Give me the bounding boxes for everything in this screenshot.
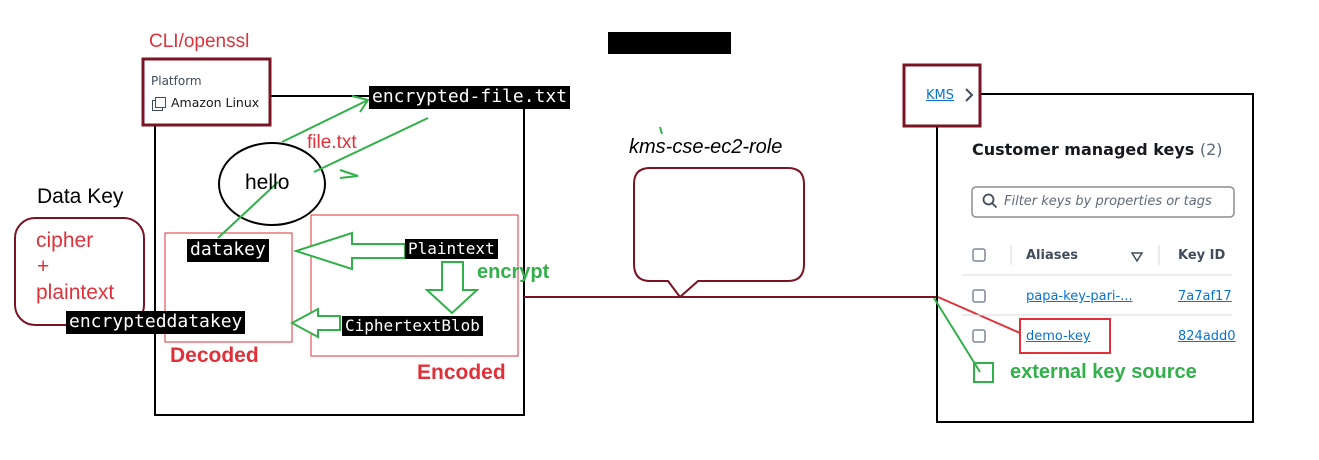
- role-bubble: [633, 167, 805, 299]
- encoded-box: [310, 214, 519, 357]
- plaintext-label: Plaintext: [405, 239, 498, 260]
- select-all-checkbox[interactable]: [972, 248, 986, 262]
- platform-value-text: Amazon Linux: [171, 95, 260, 110]
- decoded-box: [164, 232, 293, 343]
- file-content-label: hello: [245, 171, 290, 194]
- demo-key-highlight: [1019, 318, 1111, 354]
- kms-heading-text: Customer managed keys: [972, 140, 1195, 159]
- role-tick: [659, 126, 663, 135]
- ciphertext-to-datakey-arrow: [289, 307, 341, 339]
- column-header-key-id[interactable]: Key ID: [1178, 248, 1226, 263]
- row-checkbox[interactable]: [972, 289, 986, 303]
- data-key-title: Data Key: [37, 185, 124, 208]
- encrypt-down-arrow: [424, 261, 480, 315]
- encrypted-file-label: encrypted-file.txt: [369, 86, 571, 109]
- redacted-bar: [608, 32, 731, 54]
- kms-breadcrumb-box: [902, 63, 982, 128]
- plaintext-to-datakey-arrow: [292, 231, 406, 271]
- datakey-label: datakey: [187, 239, 269, 262]
- kms-table-lines: [962, 245, 1232, 316]
- data-key-line3: plaintext: [36, 281, 115, 304]
- sort-down-icon[interactable]: [1130, 250, 1144, 263]
- data-key-line1: cipher: [36, 229, 94, 252]
- cli-title: CLI/openssl: [149, 31, 250, 52]
- search-icon: [982, 193, 998, 209]
- encrypted-datakey-label: encrypteddatakey: [66, 311, 246, 334]
- external-key-label: external key source: [1010, 361, 1197, 383]
- kms-breadcrumb-link[interactable]: KMS: [926, 88, 954, 103]
- kms-heading: Customer managed keys (2): [972, 140, 1223, 159]
- green-file-arrows: [217, 95, 429, 239]
- encoded-label: Encoded: [417, 361, 506, 384]
- platform-box: [141, 57, 272, 127]
- row-alias-link[interactable]: papa-key-pari-...: [1026, 289, 1133, 304]
- data-key-line2: +: [37, 255, 50, 278]
- row-alias-link[interactable]: demo-key: [1026, 329, 1091, 344]
- row-checkbox[interactable]: [972, 329, 986, 343]
- ec2-box: [154, 95, 525, 416]
- kms-key-count: (2): [1199, 140, 1223, 159]
- kms-green-pointer: [933, 297, 981, 373]
- file-ellipse: [218, 142, 326, 226]
- kms-search-input[interactable]: Filter keys by properties or tags: [1004, 194, 1212, 209]
- platform-label: Platform: [151, 74, 202, 88]
- column-header-aliases[interactable]: Aliases: [1026, 248, 1079, 263]
- decoded-label: Decoded: [170, 344, 259, 367]
- kms-box: [936, 93, 1254, 423]
- external-key-marker: [973, 362, 994, 383]
- chevron-right-icon: [962, 84, 976, 106]
- kms-search-box: [971, 186, 1235, 218]
- encrypt-label: encrypt: [477, 261, 550, 283]
- kms-checkboxes: [972, 248, 986, 343]
- ciphertext-blob-label: CiphertextBlob: [342, 316, 483, 337]
- file-name-label: file.txt: [307, 132, 357, 153]
- row-key-id-link[interactable]: 7a7af17: [1178, 289, 1232, 304]
- copy-icon: [155, 97, 166, 108]
- platform-value: Amazon Linux: [155, 95, 259, 110]
- role-label: kms-cse-ec2-role: [629, 136, 783, 158]
- row-key-id-link[interactable]: 824add0: [1178, 329, 1236, 344]
